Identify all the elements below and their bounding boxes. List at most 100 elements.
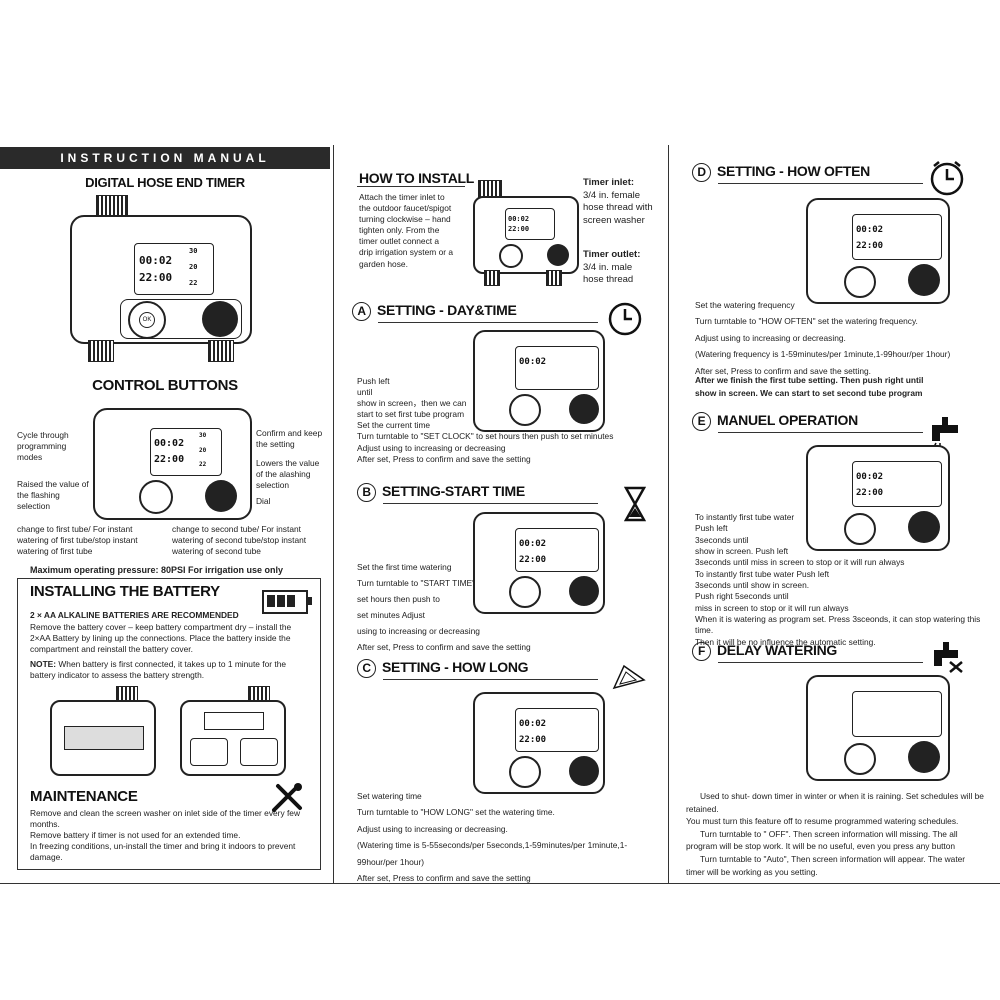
divider-left bbox=[333, 145, 334, 883]
section-d-letter: D bbox=[692, 163, 711, 182]
lcd-num-1: 30 bbox=[189, 247, 198, 255]
c-line-2: Turn turntable to "HOW LONG" set the wat… bbox=[357, 807, 555, 818]
ok-button[interactable] bbox=[844, 743, 876, 775]
b-line-6: After set, Press to confirm and save the… bbox=[357, 641, 531, 652]
dial[interactable] bbox=[908, 741, 940, 773]
section-d-lcd: 00:02 22:00 bbox=[852, 214, 942, 260]
hourglass-icon bbox=[624, 486, 646, 522]
pressure-note: Maximum operating pressure: 80PSI For ir… bbox=[30, 565, 284, 575]
a-line-7: Adjust using to increasing or decreasing bbox=[357, 442, 506, 453]
c-line-5: After set, Press to confirm and save the… bbox=[357, 872, 531, 883]
ok-label: OK bbox=[139, 312, 155, 328]
section-e-letter: E bbox=[692, 412, 711, 431]
d-line-2: Turn turntable to "HOW OFTEN" set the wa… bbox=[695, 316, 918, 327]
inlet-text: 3/4 in. female hose thread with screen w… bbox=[583, 189, 653, 226]
ok-button[interactable] bbox=[844, 513, 876, 545]
outlet-connector-1 bbox=[88, 340, 114, 362]
dial[interactable] bbox=[569, 576, 599, 606]
section-a-text: Push left until show in screen，then we c… bbox=[357, 376, 657, 465]
dial[interactable] bbox=[908, 511, 940, 543]
bottom-rule bbox=[0, 883, 1000, 884]
dial[interactable] bbox=[569, 394, 599, 424]
b-line-4: set minutes Adjust bbox=[357, 609, 425, 620]
dial[interactable] bbox=[547, 244, 569, 266]
faucet-icon bbox=[932, 417, 958, 448]
c-line-1: Set watering time bbox=[357, 791, 422, 801]
battery-icon bbox=[262, 590, 312, 614]
lcd-num-2: 20 bbox=[189, 263, 198, 271]
battery-box bbox=[17, 578, 321, 870]
section-f-text: Used to shut- down timer in winter or wh… bbox=[686, 790, 986, 878]
install-device: 00:02 22:00 bbox=[473, 196, 579, 274]
ok-button[interactable] bbox=[509, 576, 541, 608]
f-line-4: Turn turntable to "Auto", Then screen in… bbox=[686, 854, 966, 877]
d-line-4: (Watering frequency is 1-59minutes/per 1… bbox=[695, 349, 951, 360]
outlet-title: Timer outlet: bbox=[583, 249, 641, 260]
maint-line-2: Remove battery if timer is not used for … bbox=[30, 830, 241, 841]
note-text: When battery is first connected, it take… bbox=[30, 659, 287, 681]
section-c-lcd: 00:02 22:00 bbox=[515, 708, 599, 752]
label-dial: Dial bbox=[256, 496, 271, 506]
install-outlet-2 bbox=[546, 270, 562, 286]
e-line-9: miss in screen to stop or it will run al… bbox=[695, 602, 849, 613]
lcd-time-2: 22:00 bbox=[519, 735, 547, 745]
f-line-3: Turn turntable to " OFF". Then screen in… bbox=[686, 828, 958, 852]
battery-text: Remove the battery cover – keep battery … bbox=[30, 622, 292, 655]
dial[interactable] bbox=[908, 264, 940, 296]
label-tube2: change to second tube/ For instant water… bbox=[172, 524, 307, 557]
faucet-off-icon bbox=[934, 642, 963, 673]
section-e-title: MANUEL OPERATION bbox=[717, 412, 858, 429]
lcd-num-3: 22 bbox=[189, 279, 198, 287]
d-line-5: After set, Press to confirm and save the… bbox=[695, 365, 871, 376]
ok-button[interactable] bbox=[139, 480, 173, 514]
dial[interactable] bbox=[205, 480, 237, 512]
battery-illustration-1 bbox=[50, 700, 156, 776]
section-f-rule bbox=[718, 662, 923, 663]
lcd-screen-controls: 00:02 22:00 30 20 22 bbox=[150, 428, 222, 476]
d-bold-2: show in screen. We can start to set seco… bbox=[695, 388, 923, 399]
section-e-lcd: 00:02 22:00 bbox=[852, 461, 942, 507]
ok-button[interactable] bbox=[844, 266, 876, 298]
section-c-text: Set watering time Turn turntable to "HOW… bbox=[357, 788, 662, 886]
ok-button[interactable]: OK bbox=[128, 301, 166, 339]
ok-button[interactable] bbox=[499, 244, 523, 268]
section-d-bold: After we finish the first tube setting. … bbox=[695, 374, 990, 401]
e-line-8: Push right 5seconds until bbox=[695, 591, 789, 602]
install-lcd: 00:02 22:00 bbox=[505, 208, 555, 240]
battery-title: INSTALLING THE BATTERY bbox=[30, 583, 220, 600]
b-line-2: Turn turntable to "START TIME" bbox=[357, 577, 476, 588]
inlet-title: Timer inlet: bbox=[583, 177, 635, 188]
button-panel bbox=[120, 299, 242, 339]
section-c-letter: C bbox=[357, 659, 376, 678]
e-line-1: To instantly first tube water bbox=[695, 512, 795, 522]
maintenance-text: Remove and clean the screen washer on in… bbox=[30, 808, 312, 863]
section-b-text: Set the first time watering Turn turntab… bbox=[357, 560, 657, 656]
f-line-1: Used to shut- down timer in winter or wh… bbox=[686, 791, 984, 814]
section-f-lcd-blank bbox=[852, 691, 942, 737]
lcd-time-1: 00:02 bbox=[519, 539, 547, 549]
lcd-time-2: 22:00 bbox=[856, 241, 884, 251]
timer-illustration-main: 00:02 22:00 30 20 22 OK bbox=[70, 215, 252, 344]
lcd-screen: 00:02 22:00 30 20 22 bbox=[134, 243, 214, 295]
ruler-icon bbox=[612, 664, 646, 690]
section-a-lcd: 00:02 bbox=[515, 346, 599, 390]
section-d-text: Set the watering frequency Turn turntabl… bbox=[695, 297, 990, 379]
dial[interactable] bbox=[569, 756, 599, 786]
a-line-8: After set, Press to confirm and save the… bbox=[357, 453, 531, 464]
section-d-title: SETTING - HOW OFTEN bbox=[717, 163, 870, 180]
dial[interactable] bbox=[202, 301, 238, 337]
c-line-3: Adjust using to increasing or decreasing… bbox=[357, 823, 508, 834]
section-c-rule bbox=[383, 679, 598, 680]
lcd-time-1: 00:02 bbox=[139, 254, 173, 267]
install-title-rule bbox=[357, 186, 465, 187]
ok-button[interactable] bbox=[509, 394, 541, 426]
e-line-3: 3seconds until bbox=[695, 534, 749, 545]
lcd-time-1: 00:02 bbox=[154, 438, 185, 449]
f-line-2: You must turn this feature off to resume… bbox=[686, 816, 959, 827]
ok-button[interactable] bbox=[509, 756, 541, 788]
section-b-lcd: 00:02 22:00 bbox=[515, 528, 599, 572]
e-line-6: To instantly first tube water Push left bbox=[695, 568, 830, 579]
note-label: NOTE: bbox=[30, 659, 57, 669]
